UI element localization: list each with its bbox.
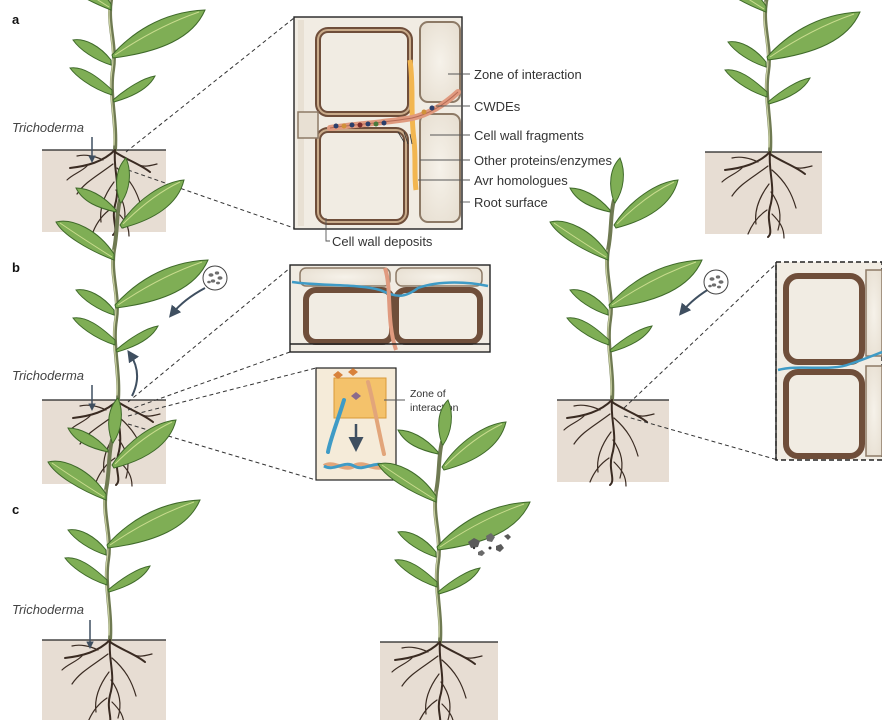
label-root-surface: Root surface bbox=[474, 195, 548, 210]
cell-zoom-inset bbox=[294, 17, 462, 229]
label-zone-of: Zone of bbox=[410, 388, 446, 400]
panel-b-letter: b bbox=[12, 260, 20, 275]
pathogen-spores-icon bbox=[704, 270, 728, 294]
label-cell-wall-fragments: Cell wall fragments bbox=[474, 128, 584, 143]
trichoderma-label: Trichoderma bbox=[12, 368, 84, 383]
cell-zoom-inset bbox=[776, 262, 882, 460]
label-avr-homologues: Avr homologues bbox=[474, 173, 568, 188]
trichoderma-label: Trichoderma bbox=[12, 120, 84, 135]
trichoderma-label: Trichoderma bbox=[12, 602, 84, 617]
cell-zoom-inset bbox=[290, 265, 490, 352]
panel-c-letter: c bbox=[12, 502, 19, 517]
panel-a-letter: a bbox=[12, 12, 20, 27]
arrow-icon bbox=[130, 354, 137, 396]
pathogen-spores-icon bbox=[203, 266, 227, 290]
label-cell-wall-deposits: Cell wall deposits bbox=[332, 234, 433, 249]
label-cwdes: CWDEs bbox=[474, 99, 521, 114]
label-other-proteins: Other proteins/enzymes bbox=[474, 153, 613, 168]
label-zone-of-interaction: Zone of interaction bbox=[474, 67, 582, 82]
arrow-icon bbox=[172, 288, 205, 314]
